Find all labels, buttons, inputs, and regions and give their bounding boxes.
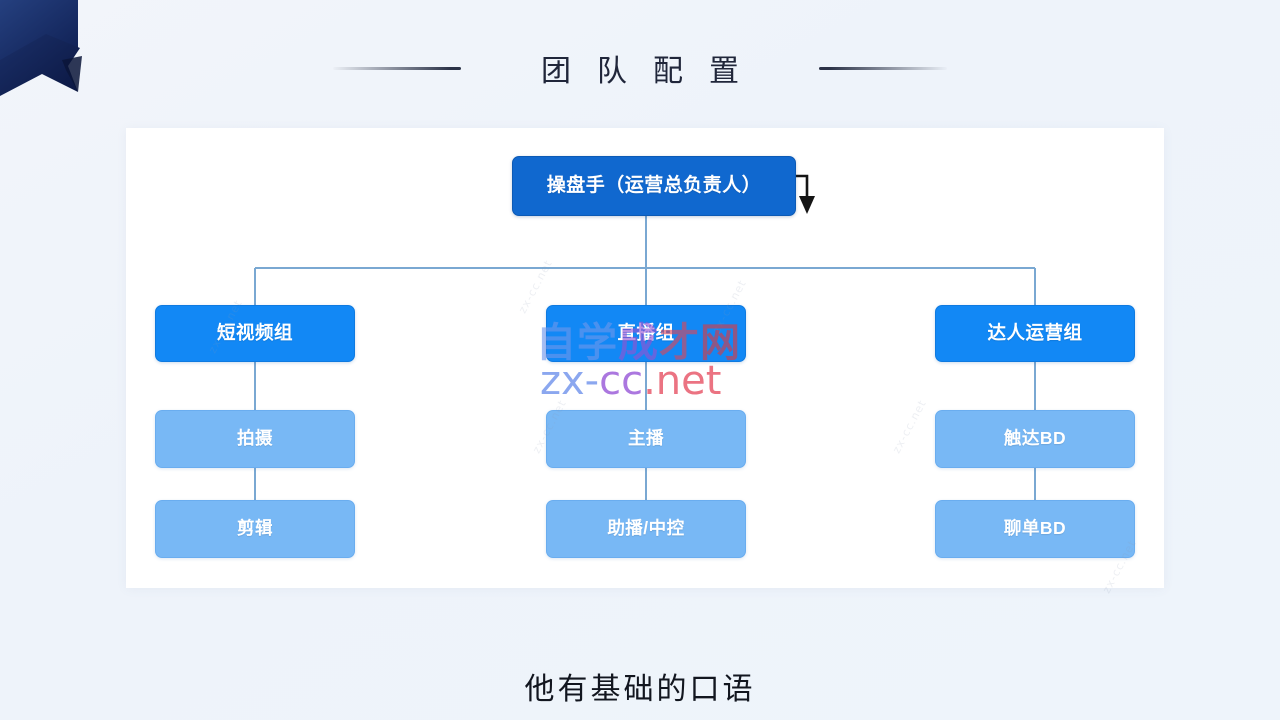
org-node-talent-ops[interactable]: 达人运营组 — [935, 305, 1135, 362]
org-node-chat-bd[interactable]: 聊单BD — [935, 500, 1135, 558]
org-node-assistant-host-label: 助播/中控 — [607, 518, 685, 539]
org-node-root-label: 操盘手（运营总负责人） — [546, 174, 762, 196]
org-node-host-label: 主播 — [628, 428, 664, 449]
title-rule-right — [819, 66, 947, 70]
org-node-short-video-label: 短视频组 — [216, 322, 293, 344]
org-node-chat-bd-label: 聊单BD — [1003, 518, 1067, 539]
org-node-live-stream-label: 直播组 — [617, 322, 675, 344]
org-node-root[interactable]: 操盘手（运营总负责人） — [512, 156, 796, 216]
org-node-short-video[interactable]: 短视频组 — [155, 305, 355, 362]
org-node-editing-label: 剪辑 — [237, 518, 273, 539]
org-node-talent-ops-label: 达人运营组 — [987, 322, 1083, 344]
slide-title-row: 团队配置 — [0, 38, 1280, 98]
content-card: 操盘手（运营总负责人） 短视频组 拍摄 剪辑 直播组 主播 助播/中控 达人运营… — [126, 128, 1164, 588]
org-node-shooting[interactable]: 拍摄 — [155, 410, 355, 468]
org-node-outreach-bd[interactable]: 触达BD — [935, 410, 1135, 468]
page-title: 团队配置 — [541, 54, 765, 89]
org-node-editing[interactable]: 剪辑 — [155, 500, 355, 558]
org-node-host[interactable]: 主播 — [546, 410, 746, 468]
title-rule-left — [333, 66, 461, 70]
org-node-outreach-bd-label: 触达BD — [1003, 428, 1067, 449]
org-chart: 操盘手（运营总负责人） 短视频组 拍摄 剪辑 直播组 主播 助播/中控 达人运营… — [126, 128, 1164, 588]
org-node-assistant-host[interactable]: 助播/中控 — [546, 500, 746, 558]
org-node-live-stream[interactable]: 直播组 — [546, 305, 746, 362]
slide-caption: 他有基础的口语 — [524, 672, 756, 707]
org-node-shooting-label: 拍摄 — [237, 428, 273, 449]
